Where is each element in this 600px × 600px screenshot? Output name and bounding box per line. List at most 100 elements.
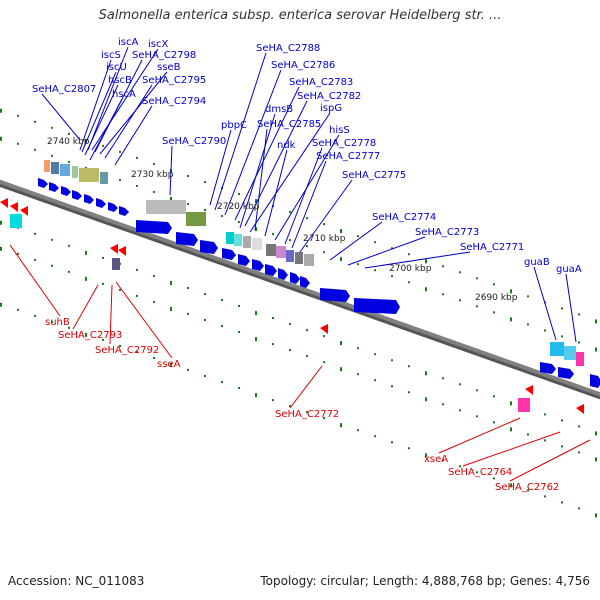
tick-dot: [289, 211, 291, 214]
tick-dot: [408, 253, 410, 256]
tick-dot: [0, 302, 2, 307]
tick-dot: [578, 341, 580, 344]
tick-dot: [510, 483, 512, 488]
tick-dot: [374, 241, 376, 244]
forward-gene-label: hisS: [329, 125, 350, 136]
tick-dot: [187, 286, 189, 289]
tick-dot: [153, 190, 155, 193]
gene-block: [276, 246, 286, 258]
tick-dot: [0, 136, 2, 141]
gene-block: [234, 234, 242, 246]
gene-block: [226, 232, 234, 244]
tick-dot: [357, 373, 359, 376]
tick-dot: [561, 307, 563, 310]
backbone-line: [0, 179, 600, 397]
tick-dot: [272, 399, 274, 402]
forward-gene: [200, 240, 218, 254]
tick-dot: [425, 453, 427, 458]
gene-features: [0, 160, 600, 414]
tick-dot: [68, 160, 70, 163]
forward-gene-label: SeHA_C2798: [132, 50, 196, 61]
forward-gene: [300, 276, 310, 288]
tick-dot: [391, 247, 393, 250]
tick-dot: [578, 507, 580, 510]
tick-dot: [493, 477, 495, 480]
scale-label: 2700 kbp: [389, 264, 432, 274]
tick-dot: [34, 232, 36, 235]
forward-gene-label: sseB: [157, 62, 181, 73]
tick-dot: [51, 154, 53, 157]
tick-dot: [68, 326, 70, 329]
gene-block: [60, 164, 70, 176]
tick-dot: [238, 221, 240, 224]
gene-block: [146, 200, 186, 214]
reverse-leader-line: [289, 365, 323, 409]
tick-dot: [119, 288, 121, 291]
forward-leader-line: [284, 147, 323, 245]
forward-leader-line: [114, 105, 153, 166]
tick-dot: [510, 427, 512, 432]
forward-leader-line: [41, 93, 81, 141]
forward-gene-label: iscA: [118, 37, 138, 48]
forward-gene: [320, 288, 350, 302]
forward-gene: [108, 202, 118, 212]
forward-gene-label: SeHA_C2771: [460, 242, 524, 253]
forward-leader-line: [264, 149, 288, 237]
genome-summary-text: Topology: circular; Length: 4,888,768 bp…: [260, 574, 590, 588]
forward-leader-line: [533, 266, 557, 341]
tick-dot: [459, 271, 461, 274]
reverse-leader-line: [72, 284, 99, 330]
scale-label: 2720 kbp: [217, 202, 260, 212]
tick-dot: [595, 457, 597, 462]
forward-gene-label: ispG: [320, 103, 342, 114]
tick-dot: [187, 202, 189, 205]
gene-block: [252, 238, 262, 250]
tick-dot: [85, 250, 87, 255]
tick-dot: [425, 371, 427, 376]
map-title: Salmonella enterica subsp. enterica sero…: [98, 8, 502, 23]
forward-leader-line: [291, 160, 327, 249]
tick-dot: [408, 391, 410, 394]
forward-leader-line: [87, 46, 129, 151]
tick-dot: [425, 259, 427, 264]
tick-dot: [51, 320, 53, 323]
tick-dot: [442, 377, 444, 380]
tick-dot: [221, 215, 223, 218]
label-leader-lines: [9, 46, 591, 482]
tick-dot: [510, 289, 512, 294]
gene-block: [79, 168, 99, 182]
forward-leader-line: [299, 179, 353, 253]
forward-gene: [38, 178, 48, 188]
accession-text: Accession: NC_011083: [8, 574, 145, 588]
tick-dot: [68, 132, 70, 135]
tick-dot: [493, 395, 495, 398]
tick-dot: [34, 148, 36, 151]
tick-dot: [238, 305, 240, 308]
tick-dot: [374, 379, 376, 382]
forward-gene-label: SeHA_C2778: [312, 138, 376, 149]
tick-dot: [153, 356, 155, 359]
tick-dot: [340, 341, 342, 346]
tick-dot: [272, 317, 274, 320]
tick-dot: [374, 435, 376, 438]
tick-dot: [306, 411, 308, 414]
tick-dot: [408, 447, 410, 450]
forward-gene-label: SeHA_C2785: [257, 119, 321, 130]
gene-block: [72, 166, 78, 178]
forward-gene: [61, 186, 71, 196]
tick-dot: [323, 335, 325, 338]
forward-leader-line: [214, 52, 267, 211]
tick-dot: [17, 252, 19, 255]
tick-dot: [340, 229, 342, 234]
forward-gene-label: SeHA_C2786: [271, 60, 335, 71]
backbone: [0, 179, 600, 400]
forward-gene-label: SeHA_C2788: [256, 43, 320, 54]
tick-dot: [255, 199, 257, 204]
forward-leader-line: [239, 113, 276, 229]
tick-dot: [204, 375, 206, 378]
reverse-gene-label: SeHA_C2793: [58, 330, 122, 341]
tick-dot: [425, 397, 427, 402]
tick-dot: [527, 489, 529, 492]
